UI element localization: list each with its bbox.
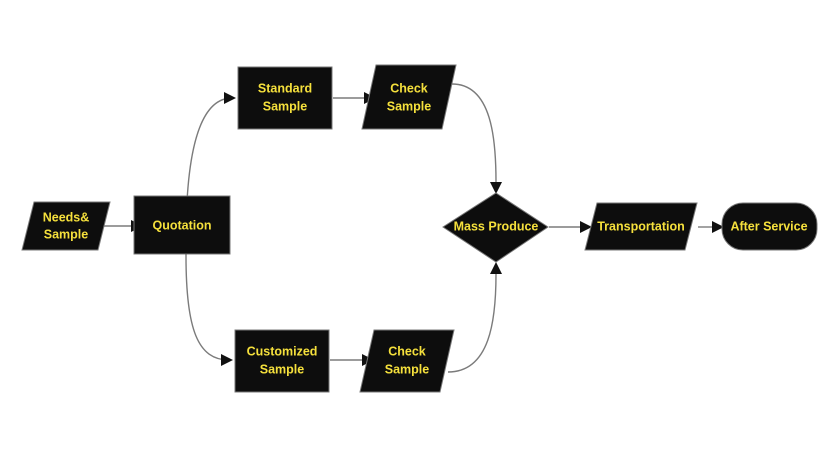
mass-produce-shape[interactable] xyxy=(442,192,549,263)
edge-mass-produce-to-transportation xyxy=(549,221,592,233)
customized-sample-shape[interactable] xyxy=(234,329,330,393)
node-layer: Needs& Sample Quotation Standard Sample … xyxy=(21,64,818,393)
edge-check-sample-bottom-to-mass-produce xyxy=(447,262,502,373)
quotation-shape[interactable] xyxy=(133,195,231,255)
node-needs-sample[interactable]: Needs& Sample xyxy=(21,201,111,251)
edge-quotation-to-customized-sample xyxy=(185,196,233,366)
node-quotation[interactable]: Quotation xyxy=(133,195,231,255)
node-standard-sample[interactable]: Standard Sample xyxy=(237,66,333,130)
node-check-sample-top[interactable]: Check Sample xyxy=(361,64,457,130)
needs-sample-shape[interactable] xyxy=(21,201,111,251)
standard-sample-shape[interactable] xyxy=(237,66,333,130)
edge-check-sample-top-to-mass-produce xyxy=(451,83,502,194)
edge-transportation-to-after-service xyxy=(698,221,724,233)
check-sample-bottom-shape[interactable] xyxy=(359,329,455,393)
after-service-shape[interactable] xyxy=(721,202,818,251)
node-check-sample-bottom[interactable]: Check Sample xyxy=(359,329,455,393)
node-transportation[interactable]: Transportation xyxy=(584,202,698,251)
check-sample-top-shape[interactable] xyxy=(361,64,457,130)
node-customized-sample[interactable]: Customized Sample xyxy=(234,329,330,393)
transportation-shape[interactable] xyxy=(584,202,698,251)
node-mass-produce[interactable]: Mass Produce xyxy=(442,192,549,263)
node-after-service[interactable]: After Service xyxy=(721,202,818,251)
